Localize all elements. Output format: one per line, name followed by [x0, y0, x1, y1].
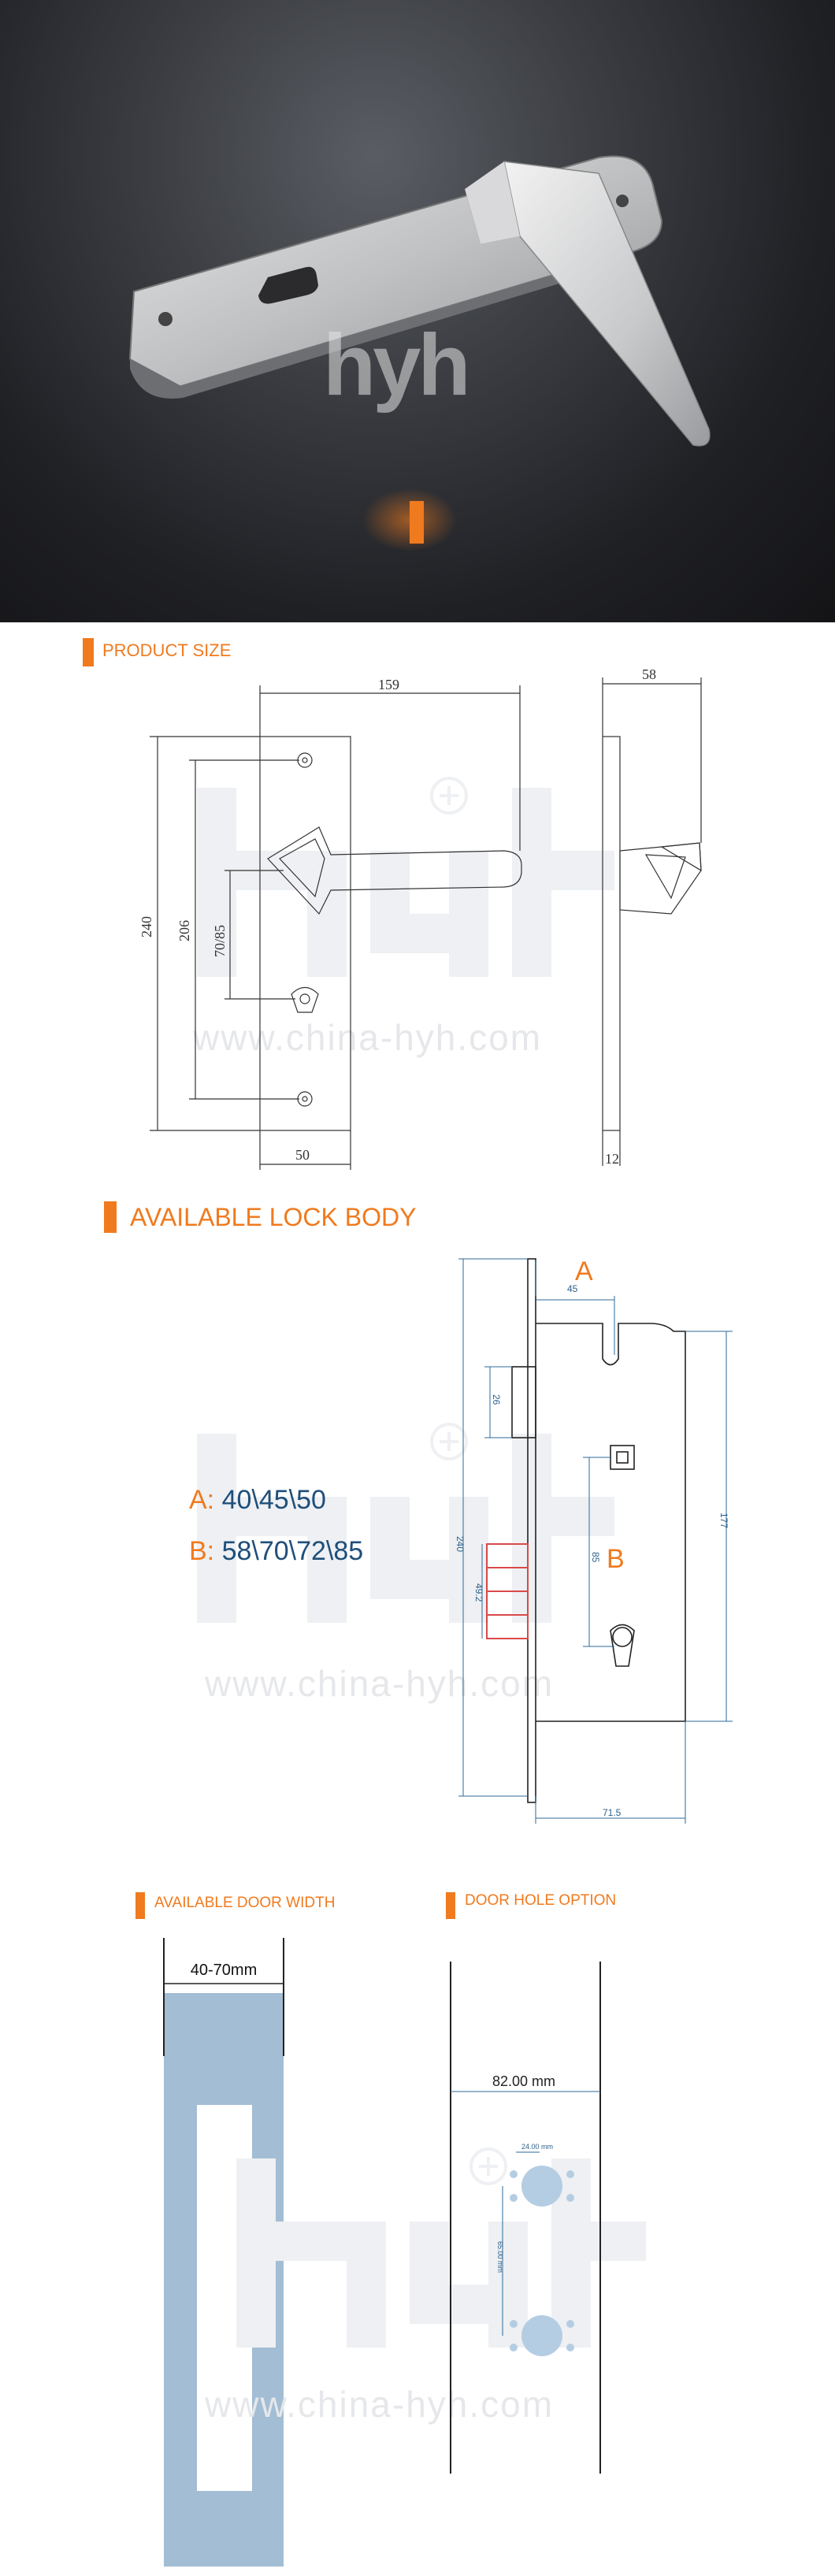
door-hole-title: DOOR HOLE OPTION — [465, 1892, 617, 1909]
door-hole-watermark-url: www.china-hyh.com — [205, 2384, 555, 2425]
spec-a-value: 40\45\50 — [221, 1485, 326, 1515]
dim-depth: 58 — [642, 666, 656, 682]
product-size-marker — [83, 638, 94, 666]
dim-center-center: 70/85 — [212, 925, 228, 957]
lock-dim-26: 26 — [491, 1394, 502, 1405]
hero-image: hyh — [0, 0, 835, 622]
lock-body-title: AVAILABLE LOCK BODY — [130, 1203, 417, 1231]
door-hole-marker — [446, 1892, 455, 1919]
spec-a: A: 40\45\50 — [189, 1485, 326, 1516]
lock-dim-71-5: 71.5 — [603, 1807, 622, 1818]
lock-dim-85: 85 — [590, 1552, 601, 1563]
door-width-title: AVAILABLE DOOR WIDTH — [154, 1895, 336, 1911]
lock-dim-49-2: 49.2 — [473, 1583, 484, 1602]
spec-b-value: 58\70\72\85 — [221, 1536, 364, 1566]
product-size-drawing: 159 58 240 206 70/85 50 12 — [142, 666, 702, 1170]
door-hole-drawing: 82.00 mm 24.00 mm 65.00 mm — [450, 1962, 601, 2474]
hero-watermark: hyh — [323, 317, 471, 414]
lock-body-drawing: A 45 240 26 85 49.2 B 177 71.5 — [455, 1256, 733, 1824]
door-width-range: 40-70mm — [190, 1962, 258, 1979]
dim-hole-pitch: 206 — [176, 920, 192, 941]
dim-width-total: 159 — [378, 677, 399, 692]
door-hole-d1: 24.00 mm — [521, 2143, 553, 2151]
lock-body-marker — [104, 1201, 117, 1233]
dim-height: 240 — [142, 916, 154, 937]
dim-plate-thickness: 12 — [605, 1151, 619, 1167]
spec-b: B: 58\70\72\85 — [189, 1536, 363, 1567]
spec-a-key: A: — [189, 1485, 215, 1515]
lock-dim-240: 240 — [455, 1536, 466, 1552]
door-width-dims — [163, 1938, 284, 2056]
door-width-marker — [135, 1892, 145, 1919]
door-hole-width: 82.00 mm — [492, 2073, 555, 2089]
lock-dim-a: 45 — [567, 1283, 578, 1294]
hero-accent-bar — [410, 501, 424, 544]
product-size-watermark-url: www.china-hyh.com — [193, 1017, 543, 1058]
product-size-title: PRODUCT SIZE — [102, 640, 232, 660]
lock-body-watermark-url: www.china-hyh.com — [205, 1663, 555, 1704]
lock-label-a: A — [575, 1256, 593, 1286]
hyh-watermark-logo-2 — [197, 1418, 614, 1623]
lock-label-b: B — [607, 1544, 625, 1574]
spec-b-key: B: — [189, 1536, 215, 1566]
dim-plate-width: 50 — [295, 1147, 310, 1163]
lock-dim-177: 177 — [718, 1513, 729, 1528]
door-hole-d2: 65.00 mm — [496, 2241, 504, 2273]
